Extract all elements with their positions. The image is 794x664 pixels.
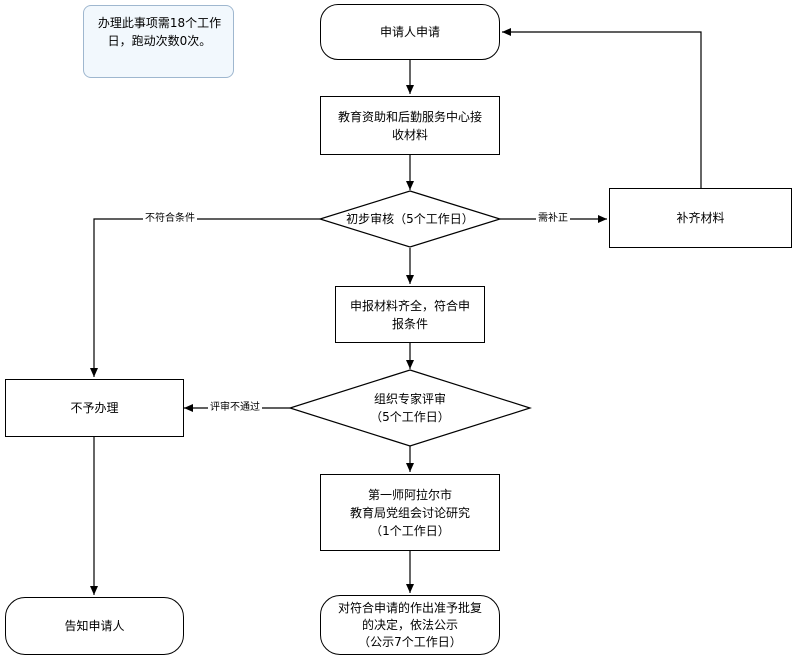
arrow-supplement-to-apply bbox=[502, 28, 702, 188]
node-expert-line-1: 组织专家评审 bbox=[373, 392, 446, 406]
node-expert-line-2: （5个工作日） bbox=[370, 410, 450, 424]
node-notify: 告知申请人 bbox=[5, 597, 184, 655]
node-receive-line-2: 收材料 bbox=[391, 127, 428, 142]
node-party-line-2: 教育局党组会讨论研究 bbox=[349, 505, 470, 520]
arrow-review-to-reject bbox=[90, 218, 320, 377]
node-qualified: 申报材料齐全，符合申 报条件 bbox=[335, 286, 485, 343]
node-notify-label: 告知申请人 bbox=[64, 619, 125, 633]
expert-diamond bbox=[288, 369, 532, 447]
node-reject-label: 不予办理 bbox=[70, 401, 119, 415]
edge-label-review-fail: 评审不通过 bbox=[208, 402, 262, 414]
node-party-line-3: （1个工作日） bbox=[370, 523, 450, 538]
node-qualified-line-2: 报条件 bbox=[391, 316, 428, 331]
node-receive-line-1: 教育资助和后勤服务中心接 bbox=[337, 109, 482, 124]
node-review-label: 初步审核（5个工作日） bbox=[330, 210, 490, 228]
node-apply: 申请人申请 bbox=[320, 4, 500, 60]
node-receive: 教育资助和后勤服务中心接 收材料 bbox=[320, 96, 500, 155]
node-qualified-line-1: 申报材料齐全，符合申 bbox=[349, 298, 470, 313]
node-supplement: 补齐材料 bbox=[609, 188, 792, 248]
node-reject: 不予办理 bbox=[5, 379, 184, 437]
node-decision-line-3: （公示7个工作日） bbox=[358, 634, 462, 649]
review-diamond bbox=[317, 190, 503, 248]
node-expert-label: 组织专家评审 （5个工作日） bbox=[340, 390, 480, 426]
node-supplement-label: 补齐材料 bbox=[676, 211, 725, 225]
node-party: 第一师阿拉尔市 教育局党组会讨论研究 （1个工作日） bbox=[320, 474, 500, 551]
node-decision-line-2: 的决定，依法公示 bbox=[361, 617, 458, 632]
edge-label-need-supplement: 需补正 bbox=[536, 213, 570, 225]
note-line-2: 日，跑动次数0次。 bbox=[107, 34, 212, 48]
time-note: 办理此事项需18个工作 日，跑动次数0次。 bbox=[83, 5, 234, 78]
node-party-line-1: 第一师阿拉尔市 bbox=[367, 487, 452, 502]
node-apply-label: 申请人申请 bbox=[379, 25, 440, 39]
edge-label-not-meet: 不符合条件 bbox=[143, 213, 197, 225]
node-decision-line-1: 对符合申请的作出准予批复 bbox=[337, 600, 482, 615]
node-review-text: 初步审核（5个工作日） bbox=[346, 212, 474, 226]
note-line-1: 办理此事项需18个工作 bbox=[97, 16, 222, 30]
node-decision: 对符合申请的作出准予批复 的决定，依法公示 （公示7个工作日） bbox=[320, 595, 500, 655]
